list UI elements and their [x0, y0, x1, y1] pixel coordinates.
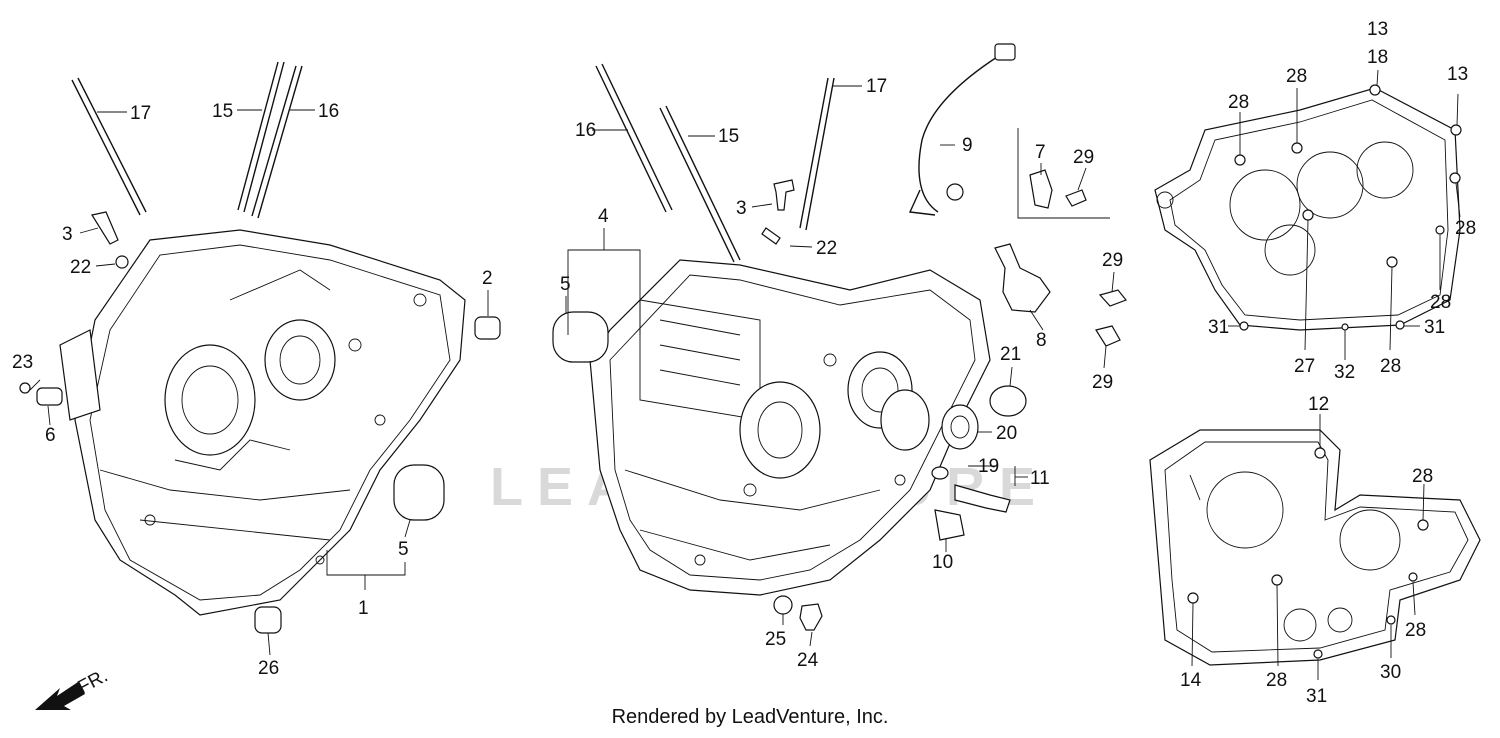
- callout-2: 2: [482, 268, 493, 289]
- bottom-gasket-bolts: [1187, 447, 1429, 659]
- center-studs: [595, 63, 835, 263]
- bolt-29a: [1065, 189, 1087, 207]
- callout-25: 25: [765, 629, 786, 650]
- bolt-29b: [1098, 289, 1127, 307]
- callout-28c: 28: [1455, 218, 1476, 239]
- center-washer-22: [761, 227, 781, 245]
- callout-31b: 31: [1424, 317, 1445, 338]
- left-studs: [71, 61, 303, 219]
- callout-3: 3: [62, 224, 73, 245]
- clamp-group-bracket: [1017, 128, 1110, 219]
- callout-19: 19: [978, 456, 999, 477]
- callout-22b: 22: [816, 238, 837, 259]
- top-gasket-bolts: [1234, 84, 1462, 331]
- callout-31c: 31: [1306, 686, 1327, 707]
- callout-7: 7: [1035, 142, 1046, 163]
- callout-labels: 17 15 16 3 22 2 23 6 5 1 26 16 15 17 3 2…: [12, 19, 1476, 707]
- callout-5b: 5: [560, 274, 571, 295]
- callout-1: 1: [358, 598, 369, 619]
- callout-10: 10: [932, 552, 953, 573]
- callout-9: 9: [962, 135, 973, 156]
- dowel-pin-2: [474, 316, 501, 340]
- callout-16: 16: [318, 101, 339, 122]
- callout-14: 14: [1180, 670, 1202, 691]
- callout-21: 21: [1000, 344, 1021, 365]
- callout-29b: 29: [1102, 250, 1123, 271]
- callout-6: 6: [45, 425, 56, 446]
- switch-10: [934, 509, 965, 541]
- pin-23: [19, 382, 31, 394]
- callout-28h: 28: [1266, 670, 1287, 691]
- washer-19: [931, 466, 949, 480]
- callout-3b: 3: [736, 198, 747, 219]
- callout-13a: 13: [1367, 19, 1388, 40]
- bolt-29c: [1095, 325, 1121, 347]
- callout-16b: 16: [575, 120, 596, 141]
- callout-13b: 13: [1447, 64, 1468, 85]
- left-crankcase-half: [59, 229, 466, 616]
- left-washer-22: [115, 255, 129, 269]
- wire-harness-9: [908, 43, 1016, 216]
- front-direction-arrow: FR.: [35, 666, 111, 710]
- render-credit: Rendered by LeadVenture, Inc.: [611, 706, 889, 728]
- leader-lines: [29, 69, 1461, 680]
- callout-4: 4: [598, 206, 609, 227]
- callout-27: 27: [1294, 356, 1315, 377]
- callout-12: 12: [1308, 394, 1329, 415]
- bolt-24: [799, 603, 823, 631]
- callout-22: 22: [70, 257, 91, 278]
- center-oil-seal-5: [552, 311, 609, 363]
- clamp-7: [1029, 169, 1053, 209]
- dowel-pin-26: [254, 606, 282, 634]
- callout-5a: 5: [398, 539, 409, 560]
- center-bolt-3: [773, 179, 795, 211]
- callout-29a: 29: [1073, 147, 1094, 168]
- callout-18: 18: [1367, 47, 1388, 68]
- callout-28e: 28: [1380, 356, 1401, 377]
- bracket-8: [994, 243, 1051, 313]
- callout-11: 11: [1030, 468, 1050, 489]
- washer-25: [773, 595, 793, 615]
- callout-32: 32: [1334, 362, 1355, 383]
- dowel-pin-6: [36, 387, 63, 406]
- callout-28f: 28: [1412, 466, 1433, 487]
- callout-29c: 29: [1092, 372, 1113, 393]
- oil-seal-21: [989, 385, 1027, 417]
- callout-17: 17: [130, 103, 151, 124]
- callout-31a: 31: [1208, 317, 1229, 338]
- top-right-gasket: [1154, 87, 1461, 331]
- callout-24: 24: [797, 650, 819, 671]
- left-oil-seal-5: [393, 464, 445, 521]
- callout-26: 26: [258, 658, 279, 679]
- callout-28b: 28: [1286, 66, 1307, 87]
- callout-28a: 28: [1228, 92, 1249, 113]
- callout-15b: 15: [718, 126, 739, 147]
- callout-28d: 28: [1430, 292, 1451, 313]
- callout-15: 15: [212, 101, 233, 122]
- callout-23: 23: [12, 352, 33, 373]
- switch-11: [954, 484, 1011, 513]
- callout-17b: 17: [866, 76, 887, 97]
- center-crankcase-half: [589, 259, 991, 596]
- callout-8: 8: [1036, 330, 1047, 351]
- callout-20: 20: [996, 423, 1017, 444]
- oil-seal-20: [941, 404, 979, 450]
- left-bolt-3: [91, 211, 119, 245]
- callout-30: 30: [1380, 662, 1401, 683]
- callout-28g: 28: [1405, 620, 1426, 641]
